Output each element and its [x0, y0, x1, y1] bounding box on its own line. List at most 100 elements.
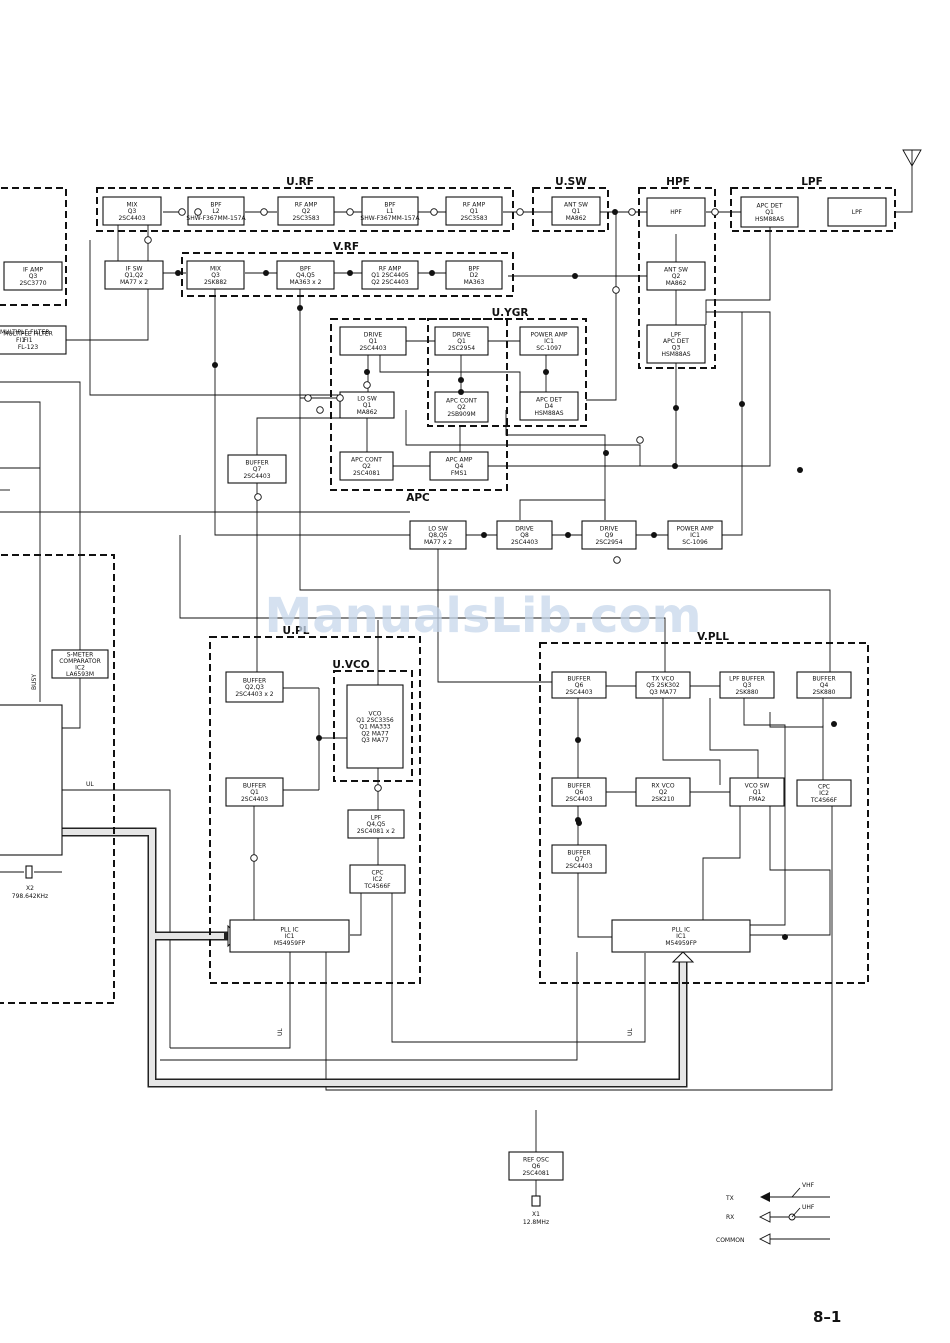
legend-rx-label: RX: [726, 1214, 734, 1221]
block-text-line: Q1 MA333: [359, 724, 390, 731]
open-junction: [144, 236, 152, 244]
block-text-line: Q2: [302, 208, 311, 215]
block-text-line: Q1: [753, 789, 762, 796]
block-text-line: MULTIPLE FILTER: [3, 331, 53, 338]
block-text-line: BPF: [210, 202, 222, 209]
block-text-line: 2SC4403: [359, 345, 386, 352]
group-title-apc: APC: [406, 492, 430, 504]
signal-wires: [0, 149, 922, 1196]
block-text-line: 2SC4403: [565, 689, 592, 696]
junction-dot: [347, 270, 353, 276]
block-text-line: Q6: [575, 682, 584, 689]
junction-dot: [672, 463, 678, 469]
block-text-line: Q1: [572, 208, 581, 215]
block-text-line: 2SC3583: [460, 215, 487, 222]
block-text-line: MIX: [126, 202, 137, 209]
block-text-line: BPF: [384, 202, 396, 209]
open-junction: [363, 381, 371, 389]
open-junction: [516, 208, 524, 216]
block-text-line: MA862: [666, 280, 687, 287]
block-text-line: COMPARATOR: [59, 658, 101, 665]
block-text-line: DRIVE: [515, 526, 534, 533]
block-text-line: RF AMP: [379, 266, 402, 273]
block-text-line: Q6: [532, 1163, 541, 1170]
junction-dot: [603, 450, 609, 456]
block-text-line: M54959FP: [665, 940, 697, 947]
block-text-line: LPF BUFFER: [729, 676, 765, 683]
manualslib-watermark: ManualsLib.com: [265, 588, 702, 644]
open-junction: [711, 208, 719, 216]
block-text-line: FMS1: [451, 470, 467, 477]
block-text-line: Q3: [743, 682, 752, 689]
block-text-line: MA77 x 2: [424, 539, 452, 546]
block-text-line: D2: [470, 272, 479, 279]
group-u-pll: [209, 636, 421, 984]
block-text-line: 2SC4081: [353, 470, 380, 477]
block-text-line: Q2: [457, 404, 466, 411]
x2-label: X2: [26, 885, 34, 892]
block-text-line: Q4: [455, 463, 464, 470]
block-text-line: HSM88AS: [534, 410, 563, 417]
page-number: 8–1: [813, 1308, 841, 1326]
open-junction: [254, 493, 262, 501]
block-text-line: Q7: [575, 856, 584, 863]
block-text-line: 2SC4081: [522, 1170, 549, 1177]
junction-dot: [576, 820, 582, 826]
busy-label: BUSY: [31, 674, 38, 690]
block-text-line: D4: [545, 403, 554, 410]
block-text-line: Q6: [575, 789, 584, 796]
filter-partial-label: MULTIPLE FILTER: [0, 329, 50, 336]
block-text-line: SHW-F367MM-157A: [186, 215, 246, 222]
junction-dots: [144, 208, 837, 940]
junction-dot: [297, 305, 303, 311]
open-junction: [178, 208, 186, 216]
open-junction: [316, 406, 324, 414]
block-text-line: Q2: [659, 789, 668, 796]
block-text-line: MIX: [210, 266, 221, 273]
junction-dot: [175, 270, 181, 276]
group-titles: U.RF U.SW HPF LPF V.RF U.YGR APC U.PL U.…: [283, 176, 823, 671]
block-text-line: CPC: [372, 870, 384, 877]
block-text-line: L1: [386, 208, 393, 215]
group-v-rf: [181, 252, 514, 297]
block-text-line: Q3: [128, 208, 137, 215]
block-text-line: Q2: [672, 273, 681, 280]
block-text-line: VCO SW: [745, 783, 770, 790]
block-text-line: Q4,Q5: [367, 821, 386, 828]
group-if-left: [0, 187, 67, 306]
block-text-line: LO SW: [428, 526, 448, 533]
block-text-line: MA77 x 2: [120, 279, 148, 286]
filter-fi1-label: FI1: [16, 337, 25, 344]
block-text-line: DRIVE: [364, 332, 383, 339]
x1-freq: 12.8MHz: [523, 1219, 549, 1226]
block-text-line: APC DET: [663, 338, 689, 345]
block-text-line: BUFFER: [245, 460, 268, 467]
open-junction: [613, 556, 621, 564]
block-text-line: HSM88AS: [661, 351, 690, 358]
junction-dot: [673, 405, 679, 411]
block-text-line: Q1 2SC3356: [356, 717, 394, 724]
block-text-line: 2SC4403: [565, 796, 592, 803]
